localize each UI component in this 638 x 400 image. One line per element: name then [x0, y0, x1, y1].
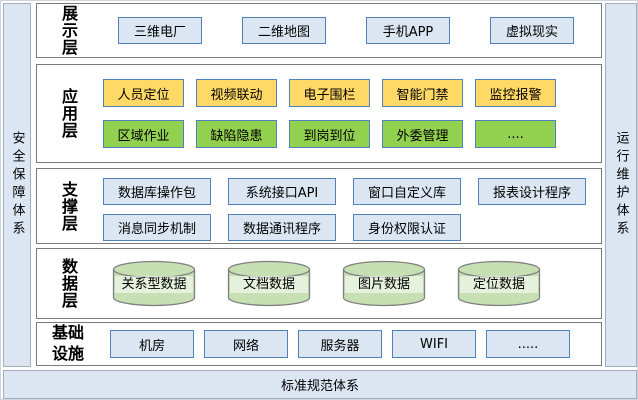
application-box: 人员定位 — [103, 79, 184, 107]
security-assurance-bar: 安全保障体系 — [3, 3, 31, 367]
support-box: 报表设计程序 — [478, 177, 586, 205]
layer-application: 应用层 人员定位 视频联动 电子围栏 智能门禁 监控报警 区域作业 缺陷隐患 到… — [36, 64, 602, 163]
application-box: 外委管理 — [382, 120, 463, 148]
support-box: 消息同步机制 — [103, 213, 211, 241]
layer-presentation-label: 展示层 — [59, 5, 78, 56]
operation-maintenance-label: 运行维护体系 — [613, 131, 629, 239]
support-box: 系统接口API — [228, 177, 336, 205]
presentation-box: 虚拟现实 — [490, 17, 574, 44]
application-row-management: 区域作业 缺陷隐患 到岗到位 外委管理 .... — [99, 120, 601, 148]
infrastructure-box: 服务器 — [298, 330, 382, 358]
infrastructure-box-more: ..... — [486, 330, 570, 358]
application-box: 视频联动 — [196, 79, 277, 107]
application-row-monitoring: 人员定位 视频联动 电子围栏 智能门禁 监控报警 — [99, 79, 601, 107]
data-cylinder: 图片数据 — [342, 260, 426, 307]
data-cylinder: 关系型数据 — [112, 260, 196, 307]
layer-presentation: 展示层 三维电厂 二维地图 手机APP 虚拟现实 — [36, 3, 602, 58]
layer-data-label: 数据层 — [59, 258, 78, 309]
support-box: 窗口自定义库 — [353, 177, 461, 205]
infrastructure-box: 机房 — [110, 330, 194, 358]
support-box: 数据通讯程序 — [228, 213, 336, 241]
data-cylinder-label: 文档数据 — [230, 276, 308, 293]
application-box-more: .... — [475, 120, 556, 148]
presentation-row: 三维电厂 二维地图 手机APP 虚拟现实 — [99, 17, 601, 44]
application-box: 缺陷隐患 — [196, 120, 277, 148]
standards-label: 标准规范体系 — [280, 379, 359, 394]
data-row: 关系型数据 文档数据 图片数据 — [99, 260, 601, 307]
support-box: 身份权限认证 — [353, 213, 461, 241]
data-cylinder-label: 关系型数据 — [115, 276, 193, 293]
standards-bar: 标准规范体系 — [3, 370, 637, 399]
data-cylinder: 定位数据 — [457, 260, 541, 307]
application-box: 监控报警 — [475, 79, 556, 107]
security-assurance-label: 安全保障体系 — [9, 131, 25, 239]
application-box: 电子围栏 — [289, 79, 370, 107]
presentation-box: 二维地图 — [242, 17, 326, 44]
layer-data: 数据层 关系型数据 文档数据 — [36, 248, 602, 319]
data-cylinder-label: 定位数据 — [460, 276, 538, 293]
infrastructure-row: 机房 网络 服务器 WIFI ..... — [99, 330, 601, 358]
operation-maintenance-bar: 运行维护体系 — [605, 3, 637, 367]
presentation-box: 手机APP — [366, 17, 450, 44]
application-box: 到岗到位 — [289, 120, 370, 148]
application-box: 智能门禁 — [382, 79, 463, 107]
application-box: 区域作业 — [103, 120, 184, 148]
layer-infrastructure: 基础设施 机房 网络 服务器 WIFI ..... — [36, 322, 602, 366]
infrastructure-box: WIFI — [392, 330, 476, 358]
layer-application-label: 应用层 — [59, 88, 78, 139]
data-cylinder-label: 图片数据 — [345, 276, 423, 293]
support-box: 数据库操作包 — [103, 177, 211, 205]
layer-support: 支撑层 数据库操作包 系统接口API 窗口自定义库 报表设计程序 消息同步机制 … — [36, 168, 602, 244]
support-row-1: 数据库操作包 系统接口API 窗口自定义库 报表设计程序 — [99, 177, 601, 205]
layer-support-label: 支撑层 — [59, 180, 78, 232]
presentation-box: 三维电厂 — [118, 17, 202, 44]
support-row-2: 消息同步机制 数据通讯程序 身份权限认证 — [99, 213, 601, 241]
infrastructure-box: 网络 — [204, 330, 288, 358]
layer-infrastructure-label: 基础设施 — [51, 323, 84, 363]
data-cylinder: 文档数据 — [227, 260, 311, 307]
